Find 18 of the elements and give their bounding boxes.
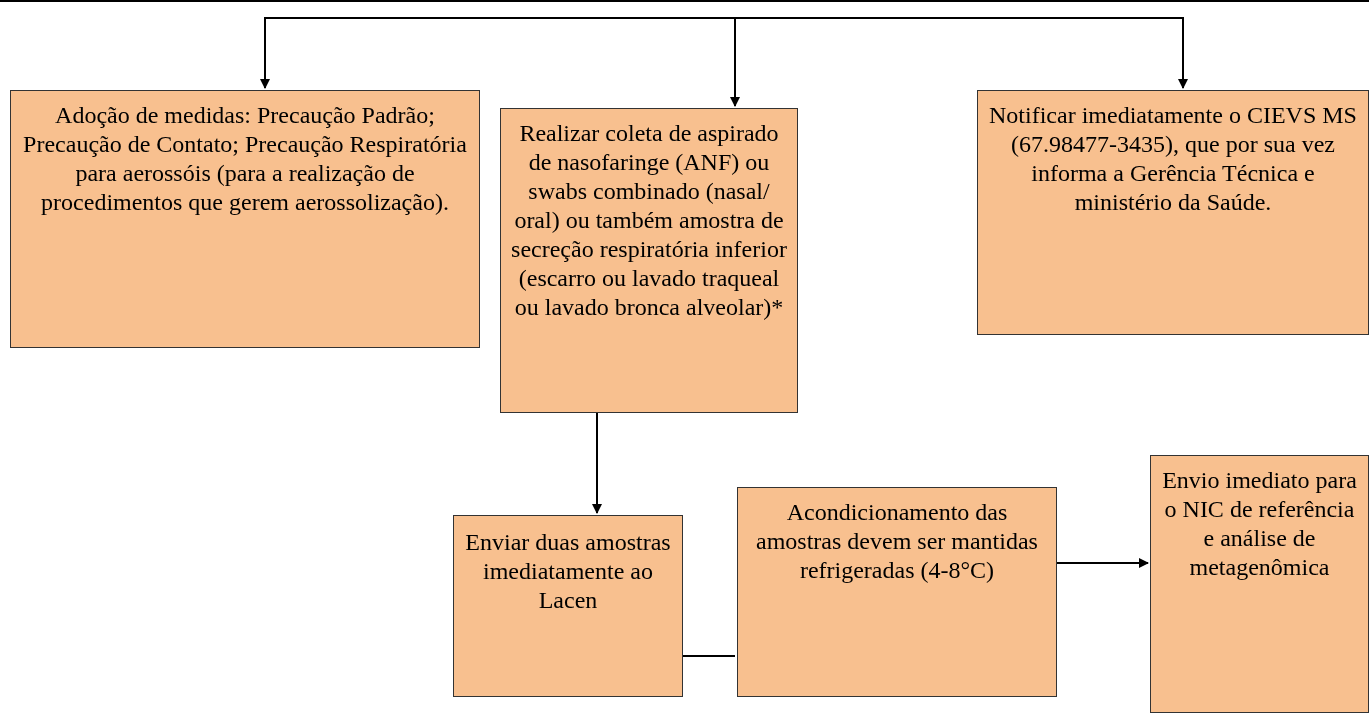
arrow: [592, 412, 602, 514]
arrow: [1056, 558, 1149, 568]
process-box: [500, 108, 798, 413]
box-text: Notificar imediatamente o CIEVS MS (67.98477-3435), que por sua vez informa a Gerência Técnica e ministério da Saúde.: [988, 101, 1358, 217]
box-text: Realizar coleta de aspirado de nasofaringe (ANF) ou swabs combinado (nasal/ oral) ou também amostra de secreção respiratória inferior (escarro ou lavado traqueal ou lavado bronca alveolar)*: [510, 119, 788, 322]
arrow: [734, 17, 1188, 89]
process-box: [453, 515, 683, 697]
process-box: [10, 90, 480, 348]
process-box: [737, 487, 1057, 697]
process-box: [977, 90, 1369, 335]
box-text: Adoção de medidas: Precaução Padrão; Precaução de Contato; Precaução Respiratória para aerossóis (para a realização de procedimentos que gerem aerossolização).: [22, 101, 468, 217]
box-text: Envio imediato para o NIC de referência e análise de metagenômica: [1161, 466, 1358, 582]
arrow: [260, 17, 736, 89]
arrow: [730, 17, 740, 107]
connector-line: [682, 655, 736, 657]
box-text: Enviar duas amostras imediatamente ao Lacen: [464, 528, 672, 615]
process-box: [1150, 455, 1369, 713]
box-text: Acondicionamento das amostras devem ser mantidas refrigeradas (4-8°C): [755, 498, 1039, 585]
